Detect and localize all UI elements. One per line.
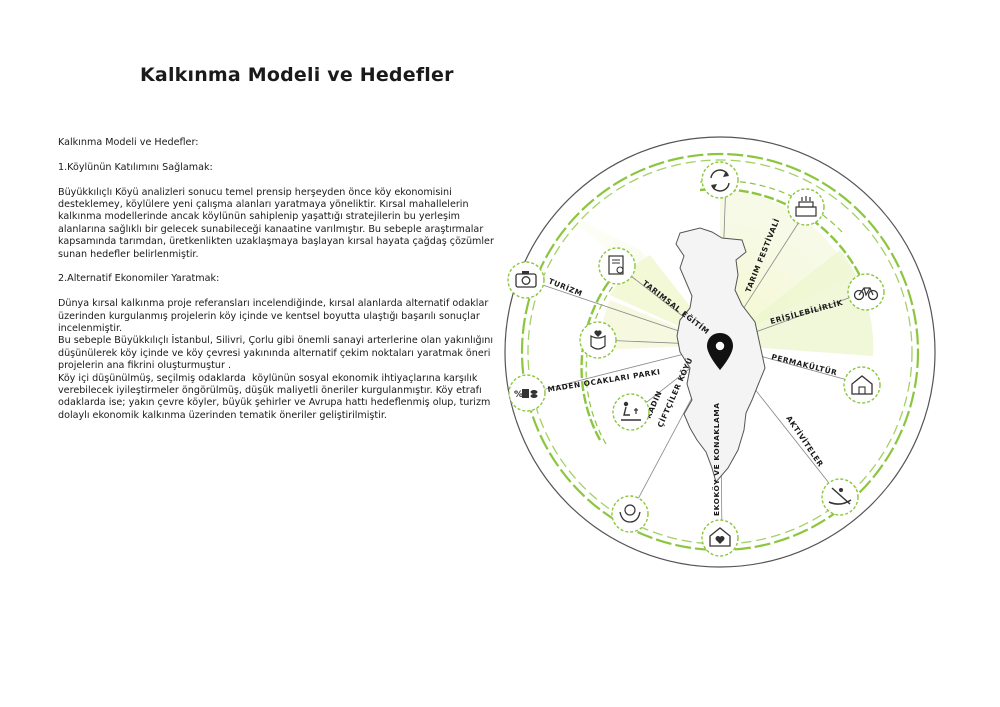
- kayak-icon: [821, 478, 859, 516]
- woman-planting-icon: [612, 393, 650, 431]
- camera-icon: [507, 261, 545, 299]
- section2-paragraph-3: Köy içi düşünülmüş, seçilmiş odaklarda k…: [58, 372, 494, 421]
- hand-heart-icon: [579, 321, 617, 359]
- wedge-tarim-festivali: [720, 188, 851, 345]
- section2-paragraph-1: Dünya kırsal kalkınma proje referansları…: [58, 298, 492, 335]
- section1-title: 1.Köylünün Katılımını Sağlamak:: [58, 161, 213, 173]
- wedge-erisilebilirlik: [720, 250, 874, 356]
- svg-text:%: %: [514, 390, 523, 400]
- section1-paragraph: Büyükkılıçlı Köyü analizleri sonucu teme…: [58, 186, 497, 260]
- hands-globe-icon: [611, 495, 649, 533]
- inner-green-arc-left-2: [585, 281, 617, 445]
- location-pin-icon: [707, 333, 733, 370]
- bicycle-icon: [847, 273, 885, 311]
- certificate-icon: [598, 247, 636, 285]
- cake-icon: [787, 188, 825, 226]
- description-heading: Kalkınma Modeli ve Hedefler:: [58, 137, 199, 148]
- label-ekokoy: EKOKÖY VE KONAKLAMA: [712, 402, 721, 516]
- house-heart-icon: [701, 519, 739, 557]
- section2-title: 2.Alternatif Ekonomiler Yaratmak:: [58, 273, 220, 285]
- farmhouse-icon: [843, 366, 881, 404]
- recycle-icon: [701, 161, 739, 199]
- description-text: Kalkınma Modeli ve Hedefler: 1.Köylünün …: [58, 137, 498, 422]
- currency-icon: %: [508, 374, 546, 412]
- section2-paragraph-2: Bu sebeple Büyükkılıçlı İstanbul, Silivr…: [58, 335, 497, 372]
- inner-green-arc-left: [580, 279, 611, 441]
- page-title: Kalkınma Modeli ve Hedefler: [140, 64, 454, 86]
